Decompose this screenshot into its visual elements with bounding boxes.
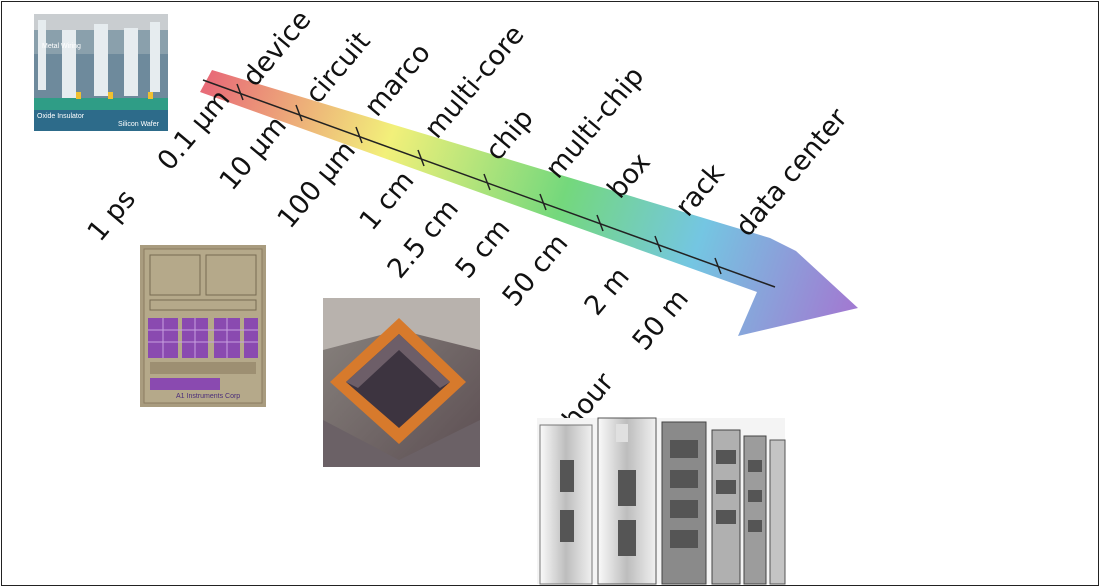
svg-text:Silicon Wafer: Silicon Wafer bbox=[118, 121, 160, 128]
label-device: device bbox=[237, 5, 318, 93]
arrow-ticks bbox=[236, 83, 722, 275]
label-data-center: data center bbox=[730, 102, 855, 242]
svg-text:Metal Wiring: Metal Wiring bbox=[42, 43, 81, 50]
svg-text:Oxide Insulator: Oxide Insulator bbox=[37, 113, 85, 120]
wafer-cross-section-image: Metal Wiring Oxide Insulator Silicon Waf… bbox=[34, 14, 168, 131]
svg-text:A1 Instruments Corp: A1 Instruments Corp bbox=[176, 393, 240, 400]
chip-package-image bbox=[323, 298, 480, 467]
size-5: 5 cm bbox=[450, 213, 517, 284]
size-7: 2 m bbox=[579, 262, 636, 322]
size-1: 10 µm bbox=[214, 110, 293, 196]
chip-die-image: A1 Instruments Corp bbox=[140, 245, 266, 407]
size-3: 1 cm bbox=[354, 165, 421, 236]
server-racks-image bbox=[537, 417, 786, 585]
size-2: 100 µm bbox=[272, 135, 362, 234]
arrow-body bbox=[200, 70, 858, 336]
arrow-axis-line bbox=[202, 79, 776, 288]
scale-arrow bbox=[200, 70, 858, 336]
time-1ps: 1 ps bbox=[82, 184, 142, 248]
size-8: 50 m bbox=[627, 284, 695, 357]
